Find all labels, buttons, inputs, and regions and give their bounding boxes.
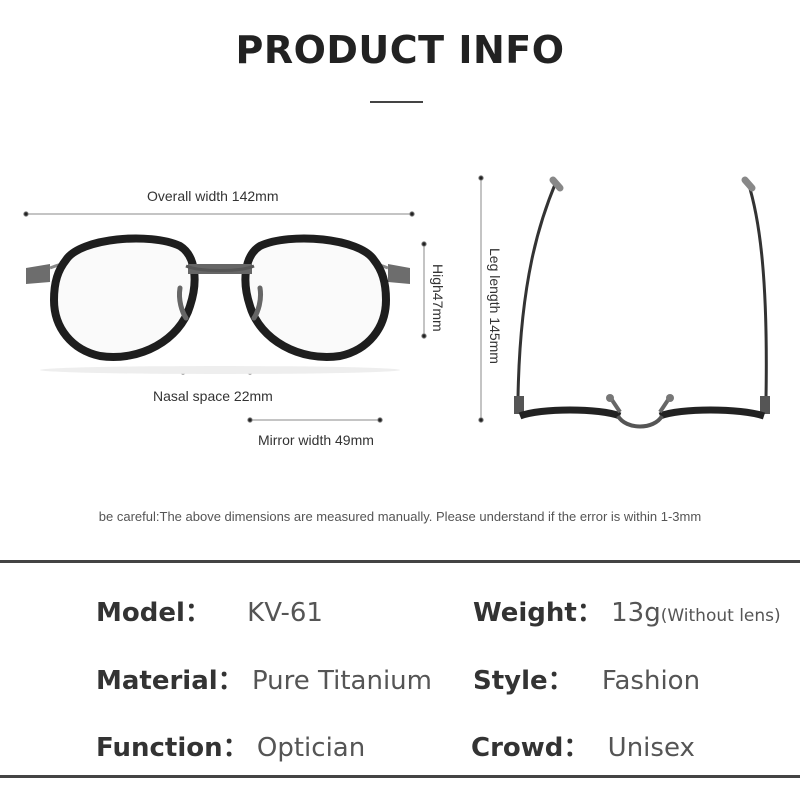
product-diagram: Overall width 142mm High47mm Nasal space… xyxy=(0,160,800,460)
spec-crowd: Crowd： Unisex xyxy=(471,727,695,764)
nasal-space-label: Nasal space 22mm xyxy=(153,388,273,404)
title-divider xyxy=(370,101,423,103)
spec-style: Style： Fashion xyxy=(473,660,700,697)
spec-model: Model： KV-61 xyxy=(96,592,323,629)
spec-model-value: KV-61 xyxy=(247,598,323,628)
spec-weight-value: 13g xyxy=(611,598,661,628)
mirror-width-label: Mirror width 49mm xyxy=(258,432,374,448)
glasses-top-view xyxy=(514,176,770,429)
spec-weight-key: Weight： xyxy=(473,598,603,628)
spec-top-divider xyxy=(0,560,800,563)
measurement-note: be careful:The above dimensions are meas… xyxy=(98,509,702,524)
high-label: High47mm xyxy=(430,264,446,332)
glasses-front-view xyxy=(26,234,410,374)
spec-weight-extra: (Without lens) xyxy=(660,606,781,626)
page-title: PRODUCT INFO xyxy=(235,28,565,72)
spec-crowd-value: Unisex xyxy=(607,733,695,763)
spec-function-value: Optician xyxy=(256,733,366,763)
spec-material-value: Pure Titanium xyxy=(251,666,432,696)
spec-function-key: Function： xyxy=(96,733,249,763)
overall-width-line xyxy=(23,211,415,217)
leg-length-line xyxy=(478,175,484,423)
glasses-illustration xyxy=(23,175,770,429)
spec-bottom-divider xyxy=(0,775,800,778)
spec-weight: Weight： 13g(Without lens) xyxy=(473,592,781,629)
overall-width-label: Overall width 142mm xyxy=(147,188,279,204)
spec-material: Material： Pure Titanium xyxy=(96,660,432,697)
mirror-width-line xyxy=(247,417,383,423)
leg-length-label: Leg length 145mm xyxy=(487,248,503,364)
spec-style-key: Style： xyxy=(473,666,574,696)
spec-crowd-key: Crowd： xyxy=(471,733,590,763)
spec-model-key: Model： xyxy=(96,598,211,628)
spec-function: Function： Optician xyxy=(96,727,365,764)
spec-material-key: Material： xyxy=(96,666,244,696)
high-line xyxy=(421,241,427,339)
spec-style-value: Fashion xyxy=(601,666,701,696)
